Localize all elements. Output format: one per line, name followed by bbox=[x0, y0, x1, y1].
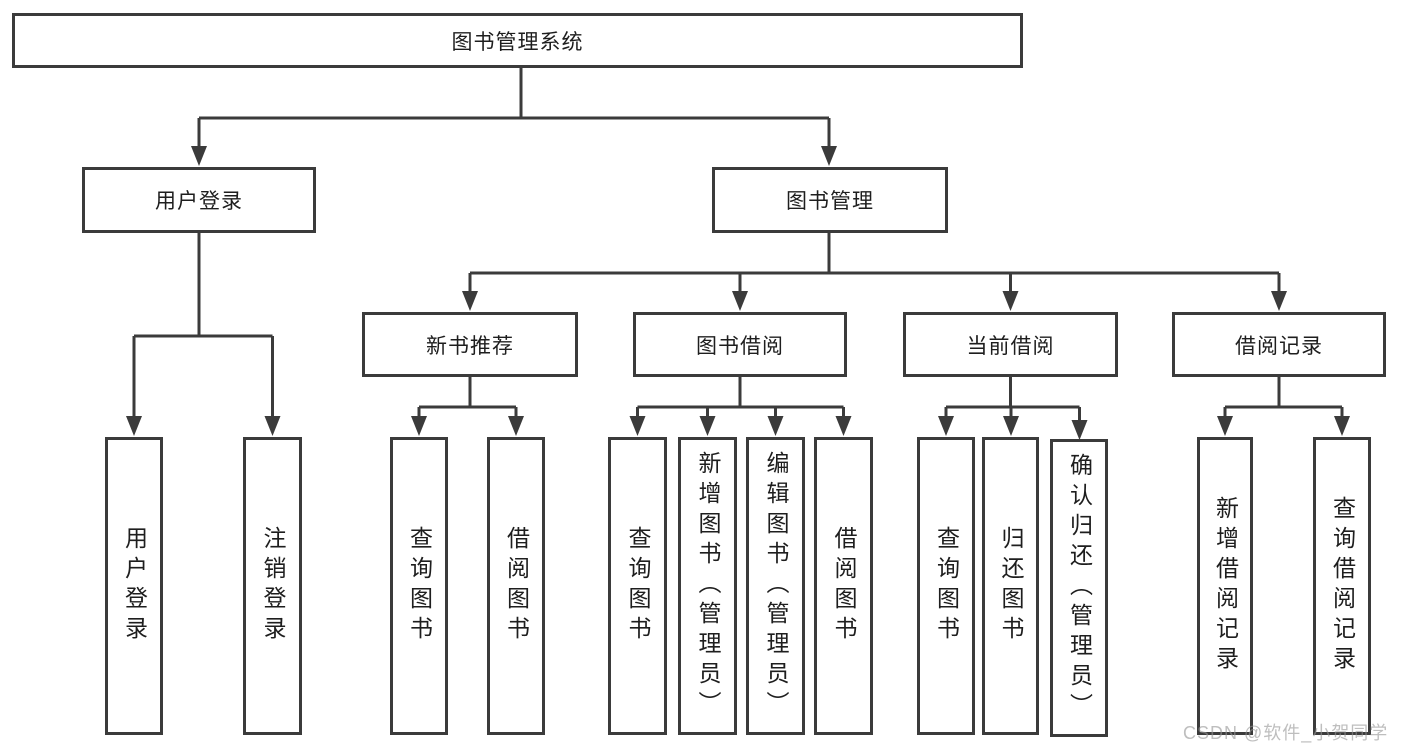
node-book-borrow: 图书借阅 bbox=[633, 312, 847, 377]
connector-current-borrow-children bbox=[938, 377, 1088, 440]
leaf-borrow-edit-book: 编辑图书（管理员） bbox=[746, 437, 805, 735]
leaf-borrow-query-book: 查询图书 bbox=[608, 437, 667, 735]
leaf-borrow-query-book-label: 查询图书 bbox=[625, 526, 651, 646]
node-user-login: 用户登录 bbox=[82, 167, 316, 233]
connector-user-login-children bbox=[126, 233, 281, 436]
leaf-current-query-book: 查询图书 bbox=[917, 437, 975, 735]
node-new-book-recommend-label: 新书推荐 bbox=[426, 334, 514, 358]
connector-book-management-children bbox=[462, 233, 1287, 311]
leaf-current-return-book: 归还图书 bbox=[982, 437, 1039, 735]
node-borrow-record: 借阅记录 bbox=[1172, 312, 1386, 377]
leaf-record-add: 新增借阅记录 bbox=[1197, 437, 1253, 735]
node-root-label: 图书管理系统 bbox=[451, 30, 584, 54]
leaf-recommend-borrow-book-label: 借阅图书 bbox=[503, 526, 530, 646]
connector-root-to-level2 bbox=[191, 66, 837, 166]
leaf-borrow-edit-book-label: 编辑图书（管理员） bbox=[763, 451, 789, 721]
node-book-borrow-label: 图书借阅 bbox=[696, 334, 784, 358]
node-current-borrow-label: 当前借阅 bbox=[966, 334, 1055, 358]
leaf-record-query-label: 查询借阅记录 bbox=[1329, 496, 1356, 676]
leaf-user-login-label: 用户登录 bbox=[121, 526, 148, 646]
connector-new-book-recommend-children bbox=[411, 377, 524, 436]
node-book-management: 图书管理 bbox=[712, 167, 948, 233]
leaf-borrow-add-book-label: 新增图书（管理员） bbox=[695, 451, 721, 721]
leaf-user-login: 用户登录 bbox=[105, 437, 163, 735]
leaf-recommend-query-book-label: 查询图书 bbox=[406, 526, 433, 646]
leaf-record-add-label: 新增借阅记录 bbox=[1212, 496, 1239, 676]
node-current-borrow: 当前借阅 bbox=[903, 312, 1118, 377]
leaf-current-return-book-label: 归还图书 bbox=[998, 526, 1024, 646]
leaf-recommend-query-book: 查询图书 bbox=[390, 437, 448, 735]
leaf-current-confirm-return-label: 确认归还（管理员） bbox=[1066, 453, 1093, 723]
node-user-login-label: 用户登录 bbox=[155, 190, 243, 213]
leaf-borrow-borrow-book: 借阅图书 bbox=[814, 437, 873, 735]
node-new-book-recommend: 新书推荐 bbox=[362, 312, 578, 377]
leaf-record-query: 查询借阅记录 bbox=[1313, 437, 1371, 735]
node-root: 图书管理系统 bbox=[12, 13, 1023, 68]
connector-borrow-record-children bbox=[1217, 377, 1350, 436]
leaf-borrow-borrow-book-label: 借阅图书 bbox=[831, 526, 857, 646]
leaf-logout: 注销登录 bbox=[243, 437, 302, 735]
node-book-management-label: 图书管理 bbox=[786, 190, 874, 213]
leaf-current-confirm-return: 确认归还（管理员） bbox=[1050, 439, 1108, 737]
node-borrow-record-label: 借阅记录 bbox=[1235, 334, 1323, 358]
leaf-borrow-add-book: 新增图书（管理员） bbox=[678, 437, 737, 735]
leaf-current-query-book-label: 查询图书 bbox=[933, 526, 960, 646]
leaf-recommend-borrow-book: 借阅图书 bbox=[487, 437, 545, 735]
connector-book-borrow-children bbox=[629, 377, 852, 436]
watermark: CSDN @软件_小贺同学 bbox=[1183, 723, 1389, 743]
leaf-logout-label: 注销登录 bbox=[260, 526, 286, 646]
